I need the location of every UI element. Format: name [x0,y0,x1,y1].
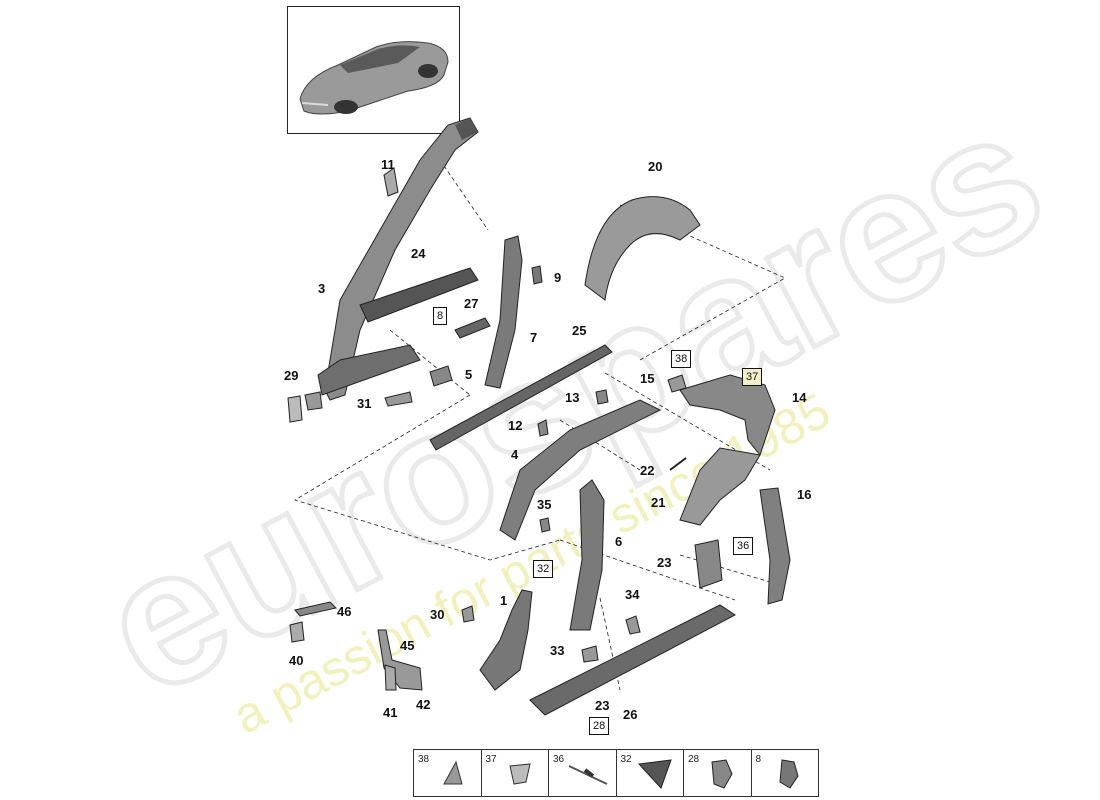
callout-27: 27 [464,296,479,311]
part-5 [429,365,453,387]
callout-24: 24 [411,246,426,261]
legend-number: 32 [620,754,632,765]
part-4 [499,399,662,541]
legend-number: 37 [485,754,497,765]
callout-31: 31 [357,396,372,411]
callout-13: 13 [565,390,580,405]
callout-22: 22 [640,463,655,478]
callout-11: 11 [381,157,395,172]
part-46 [294,601,337,617]
part-33 [581,645,599,663]
legend-number: 28 [688,754,700,765]
part-22 [669,457,687,471]
callout-45: 45 [400,638,415,653]
callout-1: 1 [500,593,508,608]
part-31 [384,391,413,407]
legend-number: 38 [418,754,430,765]
callout-33: 33 [550,643,565,658]
part-16 [759,487,791,605]
gusset-icon [443,760,463,785]
part-9 [531,265,543,285]
callout-20: 20 [648,159,663,174]
callout-7: 7 [530,330,538,345]
callout-3: 3 [318,281,326,296]
callout-38: 38 [671,350,692,368]
callout-40: 40 [289,653,304,668]
callout-35: 35 [537,497,552,512]
callout-23-lower: 23 [595,698,610,713]
callout-41: 41 [383,705,398,720]
callout-34: 34 [625,587,640,602]
part-23a [694,539,723,589]
bracket-icon [508,763,531,785]
part-12 [537,419,549,437]
car-icon [299,41,449,115]
callout-25: 25 [572,323,587,338]
callout-26: 26 [623,707,638,722]
callout-4: 4 [511,447,519,462]
callout-37: 37 [742,368,763,386]
callout-29: 29 [284,368,299,383]
vehicle-thumbnail [287,6,460,134]
part-7 [484,235,523,389]
callout-15: 15 [640,371,655,386]
callout-23-upper: 23 [657,555,672,570]
part-30 [461,605,475,623]
legend-table: 38 37 36 32 28 8 [413,749,819,797]
part-27 [454,317,491,339]
callout-5: 5 [465,367,473,382]
callout-8: 8 [433,307,448,325]
part-1 [479,589,533,691]
part-6 [569,479,605,631]
part-26 [529,604,736,716]
part-35 [539,517,551,533]
callout-42: 42 [416,697,431,712]
legend-number: 8 [755,754,762,765]
legend-cell: 36 [549,750,617,796]
clip-bracket-icon [778,759,799,789]
legend-cell: 8 [752,750,819,796]
reinforcement-icon [568,765,608,785]
part-20 [584,196,701,301]
callout-6: 6 [615,534,623,549]
callout-28: 28 [589,717,610,735]
part-24 [359,267,479,323]
callout-36: 36 [733,537,754,555]
gusset-plate-icon [637,759,672,789]
part-40 [289,621,305,643]
callout-14: 14 [792,390,807,405]
part-13 [595,389,609,405]
callout-12: 12 [508,418,523,433]
part-21 [679,447,761,526]
legend-cell: 38 [414,750,482,796]
legend-cell: 32 [617,750,684,796]
callout-46: 46 [337,604,352,619]
part-15 [667,374,687,393]
mount-bracket-icon [711,759,733,789]
part-41 [384,664,397,691]
legend-cell: 37 [482,750,549,796]
callout-32: 32 [533,560,554,578]
legend-cell: 28 [684,750,752,796]
legend-number: 36 [553,754,565,765]
part-25 [429,344,613,451]
callout-9: 9 [554,270,562,285]
part-14 [679,374,776,457]
callout-21: 21 [651,495,666,510]
a-pillar-assembly [287,117,479,423]
callout-30: 30 [430,607,445,622]
part-34 [625,615,641,635]
callout-16: 16 [797,487,812,502]
